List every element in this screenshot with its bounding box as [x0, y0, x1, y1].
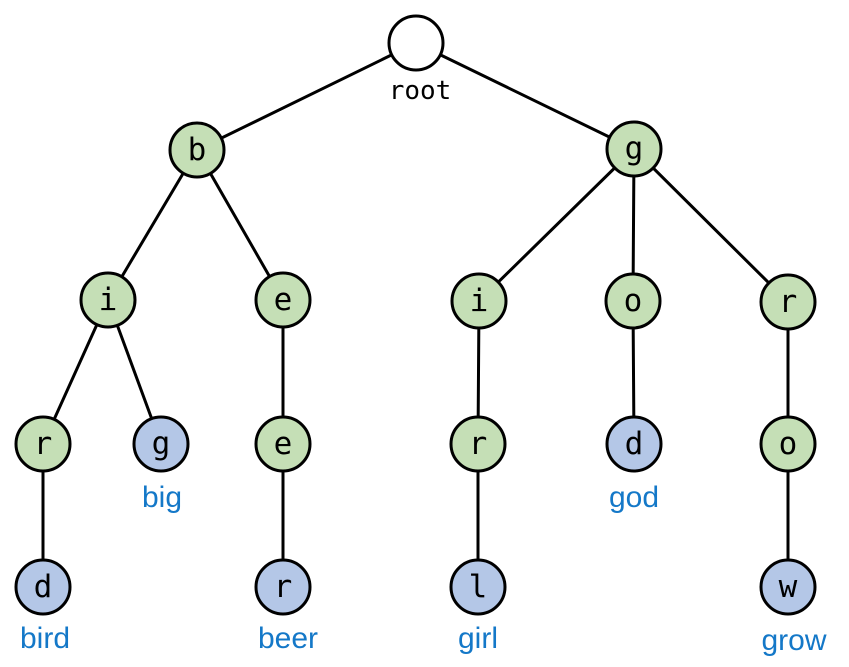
node-letter-l1: l: [469, 569, 488, 605]
node-letter-e1: e: [274, 282, 293, 318]
node-letter-o1: o: [624, 283, 643, 319]
edge-g1-i2: [477, 147, 636, 303]
edge-b1-i1: [106, 148, 199, 302]
edge-b1-e1: [195, 148, 285, 302]
node-root: [387, 14, 445, 72]
node-letter-r2: r: [779, 284, 798, 320]
node-letter-g2: g: [152, 426, 171, 462]
node-r-r2: [759, 273, 817, 331]
node-l-l1: [449, 558, 507, 616]
node-d-d2: [605, 415, 663, 473]
node-r-r3: [449, 415, 507, 473]
node-letter-d2: d: [625, 426, 644, 462]
node-e-e2: [254, 415, 312, 473]
node-letter-r4: r: [274, 569, 293, 605]
node-letter-r1: r: [34, 426, 53, 462]
node-o-o1: [604, 272, 662, 330]
edge-root-b1: [195, 41, 418, 152]
word-label-god: god: [609, 481, 659, 514]
node-letter-d1: d: [34, 569, 53, 605]
node-w-w1: [759, 558, 817, 616]
node-d-d1: [14, 558, 72, 616]
root-label: root: [389, 76, 452, 106]
edge-root-g1: [414, 41, 636, 151]
word-label-girl: girl: [458, 622, 498, 655]
word-label-beer: beer: [258, 622, 318, 655]
node-g-g2: [132, 415, 190, 473]
node-r-r1: [14, 415, 72, 473]
node-letter-w1: w: [779, 569, 798, 605]
node-letter-r3: r: [469, 426, 488, 462]
node-letter-g1: g: [625, 131, 644, 167]
node-r-r4: [254, 558, 312, 616]
word-label-bird: bird: [20, 622, 70, 655]
node-letter-b1: b: [188, 132, 207, 168]
node-i-i1: [79, 271, 137, 329]
node-b-b1: [168, 121, 226, 179]
node-e-e1: [254, 271, 312, 329]
word-label-grow: grow: [761, 624, 826, 657]
node-letter-i1: i: [99, 282, 118, 318]
edge-g1-r2: [632, 147, 790, 304]
word-label-big: big: [142, 481, 182, 514]
node-letter-i2: i: [470, 283, 489, 319]
node-o-o2: [759, 415, 817, 473]
node-letter-e2: e: [274, 426, 293, 462]
node-i-i2: [450, 272, 508, 330]
node-letter-o2: o: [779, 426, 798, 462]
node-g-g1: [605, 120, 663, 178]
